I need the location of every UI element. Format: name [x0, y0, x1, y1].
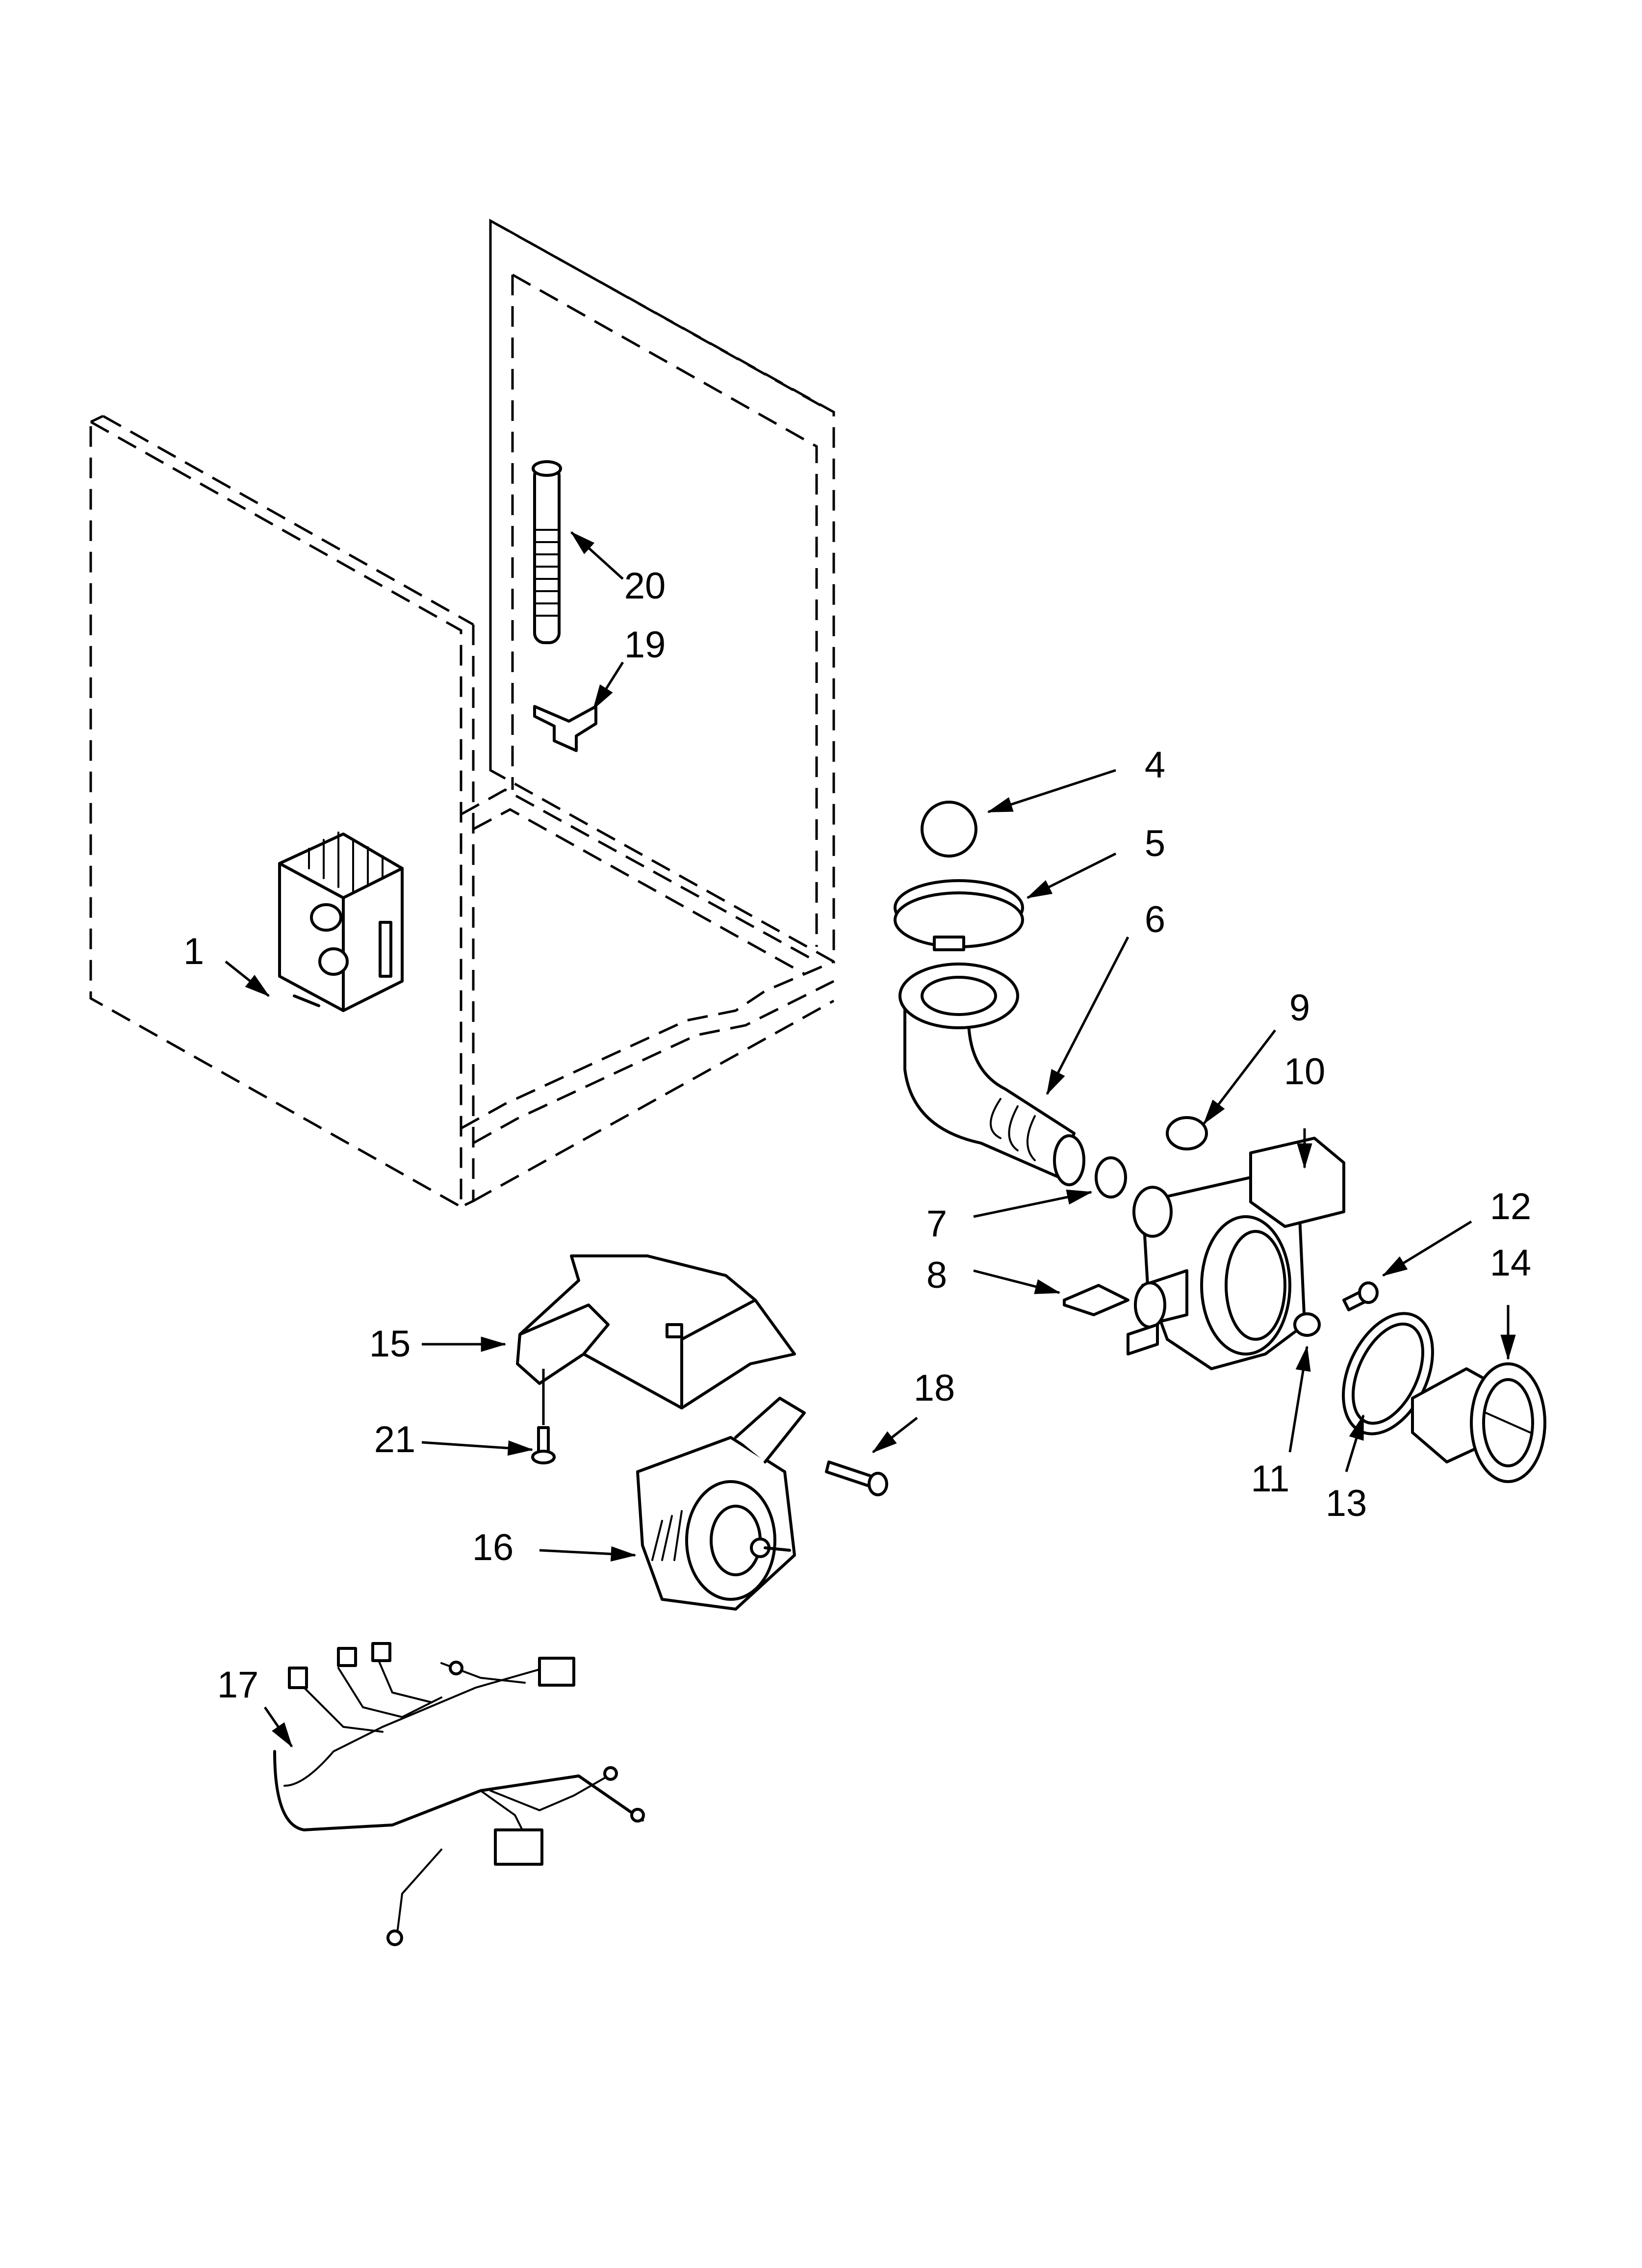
part-1-control-module — [278, 832, 404, 1012]
part-10-pump — [1127, 1137, 1345, 1370]
callout-4: 4 — [1145, 744, 1165, 786]
part-5-clamp — [894, 879, 1024, 951]
callout-6: 6 — [1145, 899, 1165, 940]
callout-12: 12 — [1490, 1186, 1532, 1227]
part-17-wire-harness — [273, 1642, 645, 1946]
part-15-shield — [516, 1254, 796, 1409]
callout-19: 19 — [624, 624, 666, 666]
part-7-clamp — [1095, 1156, 1127, 1199]
leader-lines — [225, 531, 1516, 1748]
part-19-clip — [533, 705, 597, 752]
callout-14: 14 — [1490, 1242, 1532, 1284]
callout-5: 5 — [1145, 823, 1165, 864]
callout-15: 15 — [369, 1323, 411, 1365]
part-12-screw — [1342, 1281, 1379, 1311]
part-9-clamp — [1166, 1116, 1208, 1150]
callout-8: 8 — [926, 1254, 947, 1296]
callout-11: 11 — [1251, 1458, 1290, 1500]
callout-9: 9 — [1289, 987, 1310, 1029]
callout-13: 13 — [1326, 1483, 1367, 1524]
callout-1: 1 — [183, 931, 204, 972]
callout-17: 17 — [217, 1664, 259, 1706]
part-13-gasket — [1342, 1312, 1434, 1435]
callout-21: 21 — [374, 1419, 416, 1460]
callout-18: 18 — [914, 1367, 955, 1409]
part-11-nut — [1293, 1312, 1321, 1337]
callout-16: 16 — [472, 1527, 514, 1568]
part-16-motor — [636, 1397, 806, 1611]
callout-10: 10 — [1284, 1051, 1326, 1093]
part-4-ball — [921, 801, 977, 858]
callout-labels: 1 4 5 6 7 8 9 10 11 12 13 14 15 16 17 18… — [183, 565, 1531, 1706]
part-6-elbow-hose — [898, 963, 1085, 1186]
callout-20: 20 — [624, 565, 666, 607]
part-21-screw — [531, 1426, 556, 1464]
part-14-filter — [1411, 1362, 1546, 1483]
part-18-screw — [825, 1460, 888, 1496]
part-8-bracket — [1063, 1284, 1129, 1316]
callout-7: 7 — [926, 1203, 947, 1245]
part-20-hose — [532, 460, 562, 644]
cabinet-outline — [89, 218, 835, 1209]
